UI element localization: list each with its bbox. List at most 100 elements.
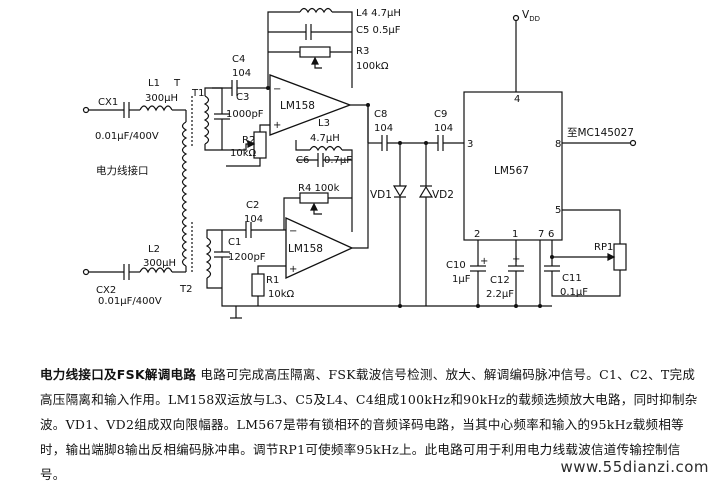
l3-value: 4.7μH	[310, 133, 340, 144]
rp1-label: RP1	[594, 242, 613, 253]
opamp-top-minus: −	[273, 84, 281, 95]
opamp-top-plus: +	[273, 120, 281, 131]
c9-value: 104	[434, 123, 453, 134]
caption-title: 电力线接口及FSK解调电路	[40, 367, 197, 382]
c8-capacitor	[368, 135, 438, 151]
lm158-top-label: LM158	[280, 100, 315, 112]
l1-label: L1	[148, 78, 160, 89]
c1-label: C1	[228, 237, 241, 248]
c12-capacitor	[508, 240, 524, 306]
r3-resistor	[268, 46, 352, 69]
lm158-bottom-opamp	[285, 216, 354, 280]
t2-secondary	[205, 229, 222, 289]
lm567-pin6: 6	[548, 229, 554, 240]
cx1-value: 0.01μF/400V	[95, 131, 159, 142]
l4-label: L4 4.7μH	[356, 8, 401, 19]
lm567-pin1: 1	[512, 229, 518, 240]
lm567-ic	[463, 91, 563, 241]
c4-value: 104	[232, 68, 251, 79]
c5-label: C5 0.5μF	[356, 25, 401, 36]
l2-label: L2	[148, 244, 160, 255]
r1-value: 10kΩ	[268, 289, 295, 300]
c1-value: 1200pF	[228, 252, 266, 263]
c11-capacitor	[544, 240, 560, 297]
cx2-label: CX2	[96, 285, 116, 296]
lm158-bottom-label: LM158	[288, 243, 323, 255]
c2-value: 104	[244, 214, 263, 225]
c12-label: C12	[490, 275, 510, 286]
lm567-pin7: 7	[538, 229, 544, 240]
caption-body: 电路可完成高压隔离、FSK载波信号检测、放大、解调编码脉冲信号。C1、C2、T完…	[40, 367, 698, 482]
c10-capacitor	[470, 240, 486, 306]
c3-value: 1000pF	[226, 109, 264, 120]
c10-plus: +	[480, 256, 488, 267]
c8-label: C8	[374, 109, 387, 120]
ground-rail	[221, 288, 368, 319]
l2-value: 300μH	[143, 258, 176, 269]
cx1-label: CX1	[98, 97, 118, 108]
t2-label: T2	[179, 284, 192, 295]
vd1-diode	[392, 141, 408, 306]
r1-resistor	[251, 265, 286, 306]
opamp-bottom-minus: −	[289, 226, 297, 237]
c2-capacitor	[222, 222, 284, 238]
vd1-label: VD1	[370, 189, 392, 201]
c9-capacitor	[437, 135, 464, 151]
c10-value: 1μF	[452, 274, 471, 285]
t1-secondary	[203, 87, 222, 151]
c4-label: C4	[232, 54, 245, 65]
t1-label: T1	[191, 88, 204, 99]
lm567-pin8: 8	[555, 139, 561, 150]
vdd-label: VDD	[522, 9, 540, 23]
pin8-output	[562, 139, 637, 147]
rp1-potentiometer	[552, 209, 627, 297]
l2-inductor	[139, 267, 186, 274]
r2-label: R2	[242, 135, 255, 146]
vd2-label: VD2	[432, 189, 454, 201]
r4-resistor	[283, 192, 352, 215]
power-interface-label: 电力线接口	[96, 164, 149, 177]
lm567-pin4: 4	[514, 94, 520, 105]
watermark: www.55dianzi.com	[560, 458, 709, 476]
r2-value: 10kΩ	[230, 148, 257, 159]
c6-label: C6	[296, 155, 309, 166]
l3-c6-feedback	[295, 140, 353, 208]
lm567-pin3: 3	[467, 139, 473, 150]
c3-capacitor	[212, 87, 230, 150]
opamp-bottom-plus: +	[289, 264, 297, 275]
t-label: T	[173, 78, 181, 89]
cx2-capacitor	[82, 264, 140, 280]
c1-capacitor	[214, 230, 230, 288]
lm567-pin5: 5	[555, 205, 561, 216]
lm567-label: LM567	[494, 165, 529, 177]
l3-label: L3	[318, 118, 330, 129]
lm567-pin2: 2	[474, 229, 480, 240]
vdd-supply	[512, 14, 520, 92]
l1-value: 300μH	[145, 93, 178, 104]
lm158-top-opamp	[269, 74, 352, 136]
l4-c5-feedback	[267, 7, 353, 70]
c6-value: 0.7μF	[324, 155, 352, 166]
figure-caption: 电力线接口及FSK解调电路 电路可完成高压隔离、FSK载波信号检测、放大、解调编…	[40, 362, 700, 487]
c10-label: C10	[446, 260, 466, 271]
cx1-capacitor	[82, 102, 140, 118]
to-mc145027-label: 至MC145027	[567, 127, 634, 139]
vd2-diode	[418, 141, 434, 306]
fsk-demodulator-schematic: L4 4.7μH C5 0.5μF R3 100kΩ LM158 − + C4 …	[82, 7, 637, 319]
c12-value: 2.2μF	[486, 289, 514, 300]
c9-label: C9	[434, 109, 447, 120]
cx2-value: 0.01μF/400V	[98, 296, 162, 307]
r3-label: R3	[356, 46, 369, 57]
c11-label: C11	[562, 273, 582, 284]
r4-label: R4 100k	[298, 183, 340, 194]
r3-value: 100kΩ	[356, 61, 389, 72]
c12-plus: +	[512, 254, 520, 265]
c8-value: 104	[374, 123, 393, 134]
l1-inductor	[139, 105, 186, 112]
c2-label: C2	[246, 200, 259, 211]
c3-label: C3	[236, 92, 249, 103]
c11-value: 0.1μF	[560, 287, 588, 298]
r2-resistor	[222, 124, 270, 167]
transformer-t	[181, 96, 193, 272]
r1-label: R1	[266, 275, 279, 286]
